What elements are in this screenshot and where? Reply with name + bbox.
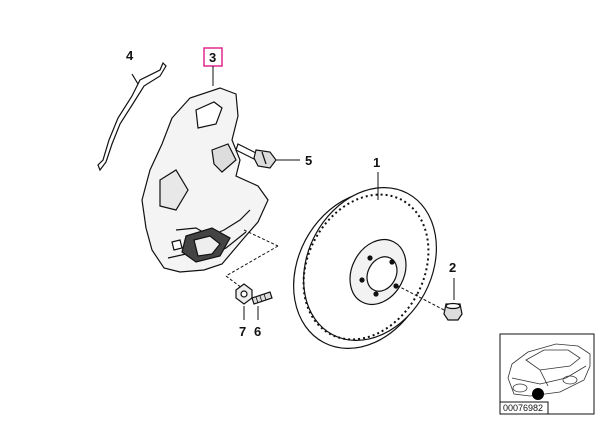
callout-2: 2 [449, 260, 456, 275]
part-3-splash-guard[interactable] [141, 87, 269, 273]
part-1-brake-disc[interactable] [267, 164, 462, 372]
callout-7: 7 [239, 324, 246, 339]
part-2-screw[interactable] [397, 278, 463, 321]
part-7-nut[interactable] [235, 283, 253, 320]
callout-6: 6 [254, 324, 261, 339]
vehicle-locator-thumbnail[interactable]: 00076982 [499, 333, 595, 415]
callout-3: 3 [209, 50, 216, 65]
location-dot-icon [532, 388, 544, 400]
callout-1: 1 [373, 155, 380, 170]
part-6-stud[interactable] [251, 291, 273, 320]
part-4-bracket[interactable] [97, 61, 167, 172]
callout-4: 4 [126, 48, 134, 63]
reference-number: 00076982 [503, 403, 543, 413]
callout-5: 5 [305, 153, 312, 168]
car-outline-icon [507, 343, 591, 397]
part-5-bolt[interactable] [235, 143, 300, 169]
